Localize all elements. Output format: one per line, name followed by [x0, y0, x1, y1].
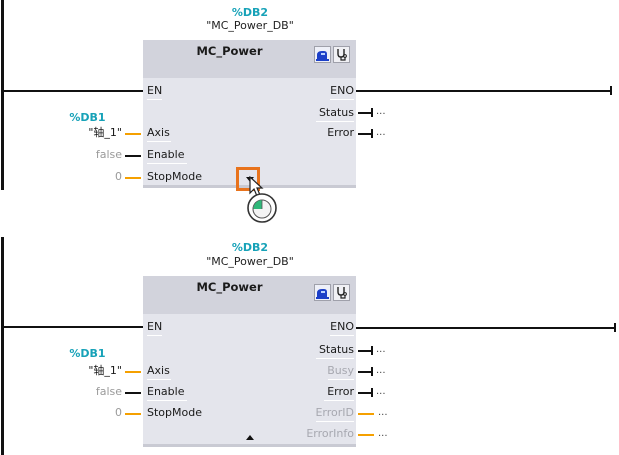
status-wire — [358, 112, 372, 114]
status-output[interactable]: ... — [376, 344, 386, 355]
instruction-version-icon[interactable] — [314, 46, 331, 63]
axis-tag[interactable]: "轴_1" — [88, 364, 122, 377]
collapse-arrow-up-icon[interactable] — [246, 435, 254, 440]
diagnostics-stethoscope-icon[interactable] — [333, 46, 350, 63]
axis-db-address: %DB1 — [69, 111, 106, 124]
pin-error: Error — [327, 126, 354, 139]
axis-db-address: %DB1 — [69, 347, 106, 360]
errorinfo-output[interactable]: ... — [378, 428, 388, 439]
instruction-version-icon[interactable] — [314, 284, 331, 301]
mc-power-block[interactable]: MC_Power EN Axis Enable StopMode ENO Sta… — [143, 276, 356, 447]
instance-db-name[interactable]: "MC_Power_DB" — [206, 19, 294, 32]
wire-end-tick — [371, 108, 373, 117]
busy-wire — [358, 371, 372, 373]
wire-end-tick — [371, 129, 373, 138]
power-rail — [1, 237, 4, 455]
error-output[interactable]: ... — [376, 386, 386, 397]
instance-db-name[interactable]: "MC_Power_DB" — [206, 255, 294, 268]
error-wire — [358, 133, 372, 135]
status-wire — [358, 350, 372, 352]
pin-separator — [328, 379, 354, 380]
stopmode-wire — [125, 413, 141, 415]
pin-status: Status — [318, 106, 354, 119]
wire-end-tick — [371, 346, 373, 355]
pin-separator — [147, 400, 187, 401]
pin-stopmode: StopMode — [147, 406, 202, 419]
pin-stopmode: StopMode — [147, 170, 202, 183]
pin-status: Status — [318, 343, 354, 356]
pin-separator — [147, 99, 162, 100]
error-wire — [358, 392, 372, 394]
pin-separator — [147, 379, 171, 380]
enable-wire — [125, 155, 141, 157]
pin-eno: ENO — [330, 320, 354, 333]
pin-error: Error — [327, 385, 354, 398]
pin-en: EN — [147, 320, 163, 333]
wire-end-tick — [371, 388, 373, 397]
pin-separator — [330, 99, 354, 100]
eno-wire — [356, 90, 611, 92]
errorid-wire — [358, 413, 374, 415]
stopmode-value[interactable]: 0 — [115, 406, 122, 419]
error-output[interactable]: ... — [376, 127, 386, 138]
pin-separator — [316, 421, 354, 422]
block-header: MC_Power — [143, 40, 356, 78]
highlight-box — [236, 167, 260, 191]
power-rail — [1, 0, 4, 190]
pin-enable: Enable — [147, 385, 185, 398]
errorid-output[interactable]: ... — [378, 407, 388, 418]
enable-wire — [125, 392, 141, 394]
mc-power-block[interactable]: MC_Power EN Axis Enable StopMode ENO Sta… — [143, 40, 356, 188]
pin-separator — [330, 335, 354, 336]
mouse-cursor-icon — [247, 176, 277, 223]
stopmode-value[interactable]: 0 — [115, 170, 122, 183]
status-output[interactable]: ... — [376, 106, 386, 117]
pin-busy: Busy — [327, 364, 354, 377]
pin-separator — [324, 400, 354, 401]
wire-end-tick — [371, 367, 373, 376]
diagnostics-stethoscope-icon[interactable] — [333, 284, 350, 301]
en-wire — [3, 326, 143, 328]
errorinfo-wire — [358, 434, 374, 436]
busy-output[interactable]: ... — [376, 365, 386, 376]
axis-wire — [125, 371, 141, 373]
pin-separator — [147, 335, 162, 336]
pin-eno: ENO — [330, 84, 354, 97]
pin-separator — [316, 121, 354, 122]
eno-wire — [356, 327, 615, 329]
enable-value[interactable]: false — [95, 148, 122, 161]
axis-wire — [125, 133, 141, 135]
stopmode-wire — [125, 177, 141, 179]
pin-separator — [147, 141, 171, 142]
en-wire — [3, 90, 143, 92]
pin-errorid: ErrorID — [315, 406, 354, 419]
pin-enable: Enable — [147, 148, 185, 161]
enable-value[interactable]: false — [95, 385, 122, 398]
axis-tag[interactable]: "轴_1" — [88, 126, 122, 139]
wire-end-tick — [610, 86, 612, 95]
wire-end-tick — [614, 323, 616, 332]
pin-axis: Axis — [147, 364, 170, 377]
instance-db-address: %DB2 — [231, 241, 269, 254]
block-title: MC_Power — [196, 44, 263, 58]
pin-en: EN — [147, 84, 163, 97]
pin-separator — [147, 163, 187, 164]
pin-errorinfo: ErrorInfo — [306, 427, 354, 440]
pin-axis: Axis — [147, 126, 170, 139]
instance-db-address: %DB2 — [231, 6, 269, 19]
pin-separator — [316, 358, 354, 359]
block-header: MC_Power — [143, 276, 356, 314]
block-title: MC_Power — [196, 280, 263, 294]
